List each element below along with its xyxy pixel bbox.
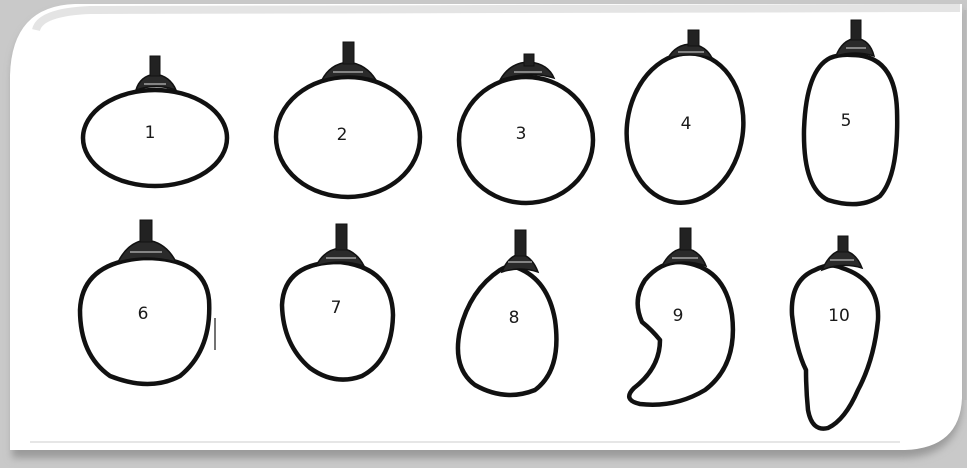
- shape-label-10: 10: [828, 306, 850, 326]
- shape-label-7: 7: [331, 298, 342, 318]
- shape-label-2: 2: [337, 125, 348, 145]
- shape-label-6: 6: [138, 304, 149, 324]
- shape-label-3: 3: [516, 124, 527, 144]
- shape-label-4: 4: [681, 114, 692, 134]
- shape-label-8: 8: [509, 308, 520, 328]
- shape-label-1: 1: [145, 123, 156, 143]
- shape-label-9: 9: [673, 306, 684, 326]
- shape-label-5: 5: [841, 111, 852, 131]
